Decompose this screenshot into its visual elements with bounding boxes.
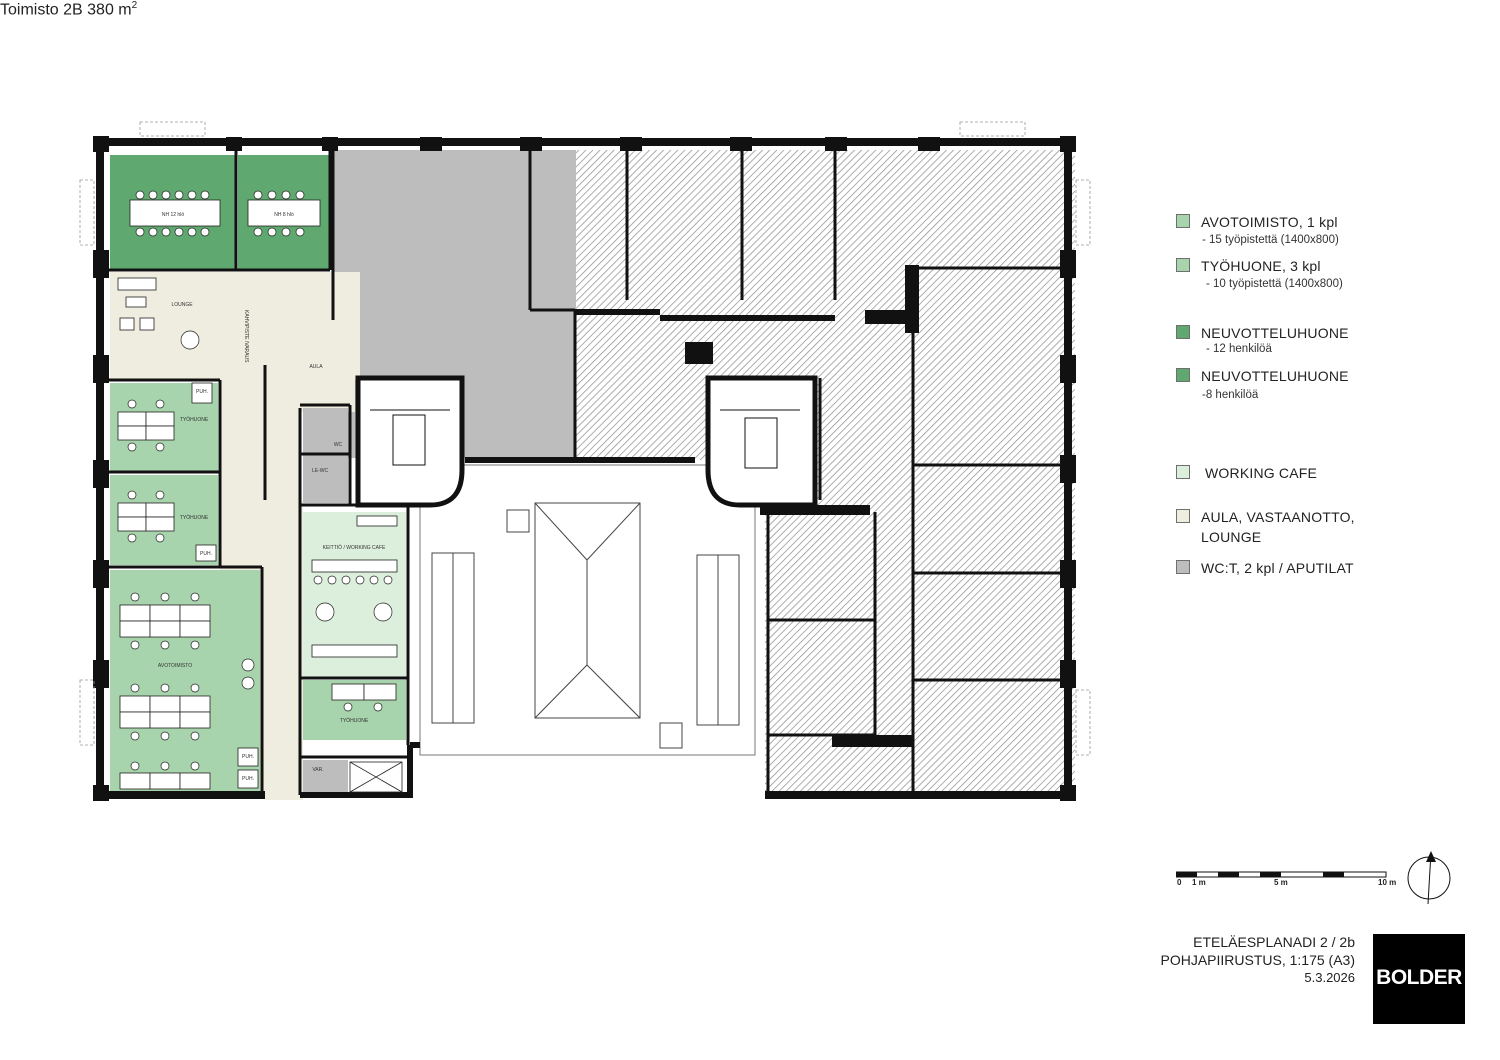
legend-label: WORKING CAFE: [1205, 465, 1318, 481]
legend-label: TYÖHUONE, 3 kpl: [1201, 258, 1321, 274]
label-puh-4: PUH.: [242, 776, 254, 782]
legend-label: AVOTOIMISTO, 1 kpl: [1201, 214, 1338, 230]
label-puh-3: PUH.: [242, 754, 254, 760]
label-lounge: LOUNGE: [171, 302, 193, 308]
label-tyohuone-1: TYÖHUONE: [180, 416, 209, 423]
label-var: VAR.: [312, 767, 323, 773]
scale-label-1: 1 m: [1192, 878, 1206, 887]
legend-swatch: [1176, 465, 1190, 479]
scale-label-10: 10 m: [1378, 878, 1397, 887]
label-aula: AULA: [309, 364, 323, 370]
le-wc-room: [303, 455, 348, 503]
interior-walls: [108, 150, 1062, 795]
label-tyohuone-2: TYÖHUONE: [180, 514, 209, 521]
legend-swatch: [1176, 368, 1190, 382]
scale-bar: 0 1 m 5 m 10 m: [1175, 868, 1397, 887]
bolder-logo: BOLDER: [1373, 934, 1465, 1024]
legend-swatch: [1176, 214, 1190, 228]
windows: [79, 121, 1091, 756]
chairs: [127, 190, 393, 771]
legend-label: AULA, VASTAANOTTO,: [1201, 509, 1355, 525]
legend-label: NEUVOTTELUHUONE: [1201, 325, 1349, 341]
furniture: [117, 199, 403, 793]
legend-swatch: [1176, 258, 1190, 272]
legend-label: WC:T, 2 kpl / APUTILAT: [1201, 560, 1354, 576]
scale-bar-graphic: [1175, 871, 1387, 878]
footer-date: 5.3.2026: [1304, 970, 1355, 985]
label-lewc: LE-WC: [312, 468, 329, 474]
plan-title: Toimisto 2B 380 m2: [0, 0, 138, 19]
footer-plan-scale: POHJAPIIRUSTUS, 1:175 (A3): [1160, 952, 1355, 968]
legend-label-2: LOUNGE: [1201, 529, 1262, 545]
logo-text: BOLDER: [1376, 966, 1462, 989]
stairwell-left: [355, 375, 465, 508]
label-avotoimisto: AVOTOIMISTO: [158, 663, 192, 669]
label-nh12: NH 12 hlö: [162, 212, 184, 218]
stairwell-right: [705, 375, 818, 508]
north-arrow-icon: [1407, 851, 1451, 905]
legend-swatch: [1176, 325, 1190, 339]
pillars: [93, 136, 1076, 801]
legend-label: NEUVOTTELUHUONE: [1201, 368, 1349, 384]
legend-sub: -8 henkilöä: [1202, 389, 1259, 401]
label-keittio: KEITTIÖ / WORKING CAFE: [323, 544, 386, 551]
legend-sub: - 10 työpistettä (1400x800): [1206, 278, 1343, 290]
open-office: [110, 570, 260, 795]
legend-sub: - 15 työpistettä (1400x800): [1202, 234, 1339, 246]
legend-swatch: [1176, 560, 1190, 574]
scale-label-5: 5 m: [1274, 878, 1288, 887]
footer-address: ETELÄESPLANADI 2 / 2b: [1193, 934, 1355, 950]
wc-room: [303, 408, 348, 453]
label-puh-1: PUH.: [196, 389, 208, 395]
label-kahvipiste: KAHVIPISTE /VARAUS: [243, 310, 249, 363]
legend-swatch: [1176, 509, 1190, 523]
label-tyohuone-3: TYÖHUONE: [340, 717, 369, 724]
scale-label-0: 0: [1177, 878, 1182, 887]
legend-sub: - 12 henkilöä: [1206, 343, 1272, 355]
label-puh-2: PUH.: [200, 551, 212, 557]
label-nh8: NH 8 hlö: [274, 212, 294, 218]
label-wc: WC: [334, 442, 343, 448]
courtyard: [419, 464, 756, 756]
storage-room: [303, 760, 348, 795]
footer-info: ETELÄESPLANADI 2 / 2b POHJAPIIRUSTUS, 1:…: [1160, 933, 1355, 987]
